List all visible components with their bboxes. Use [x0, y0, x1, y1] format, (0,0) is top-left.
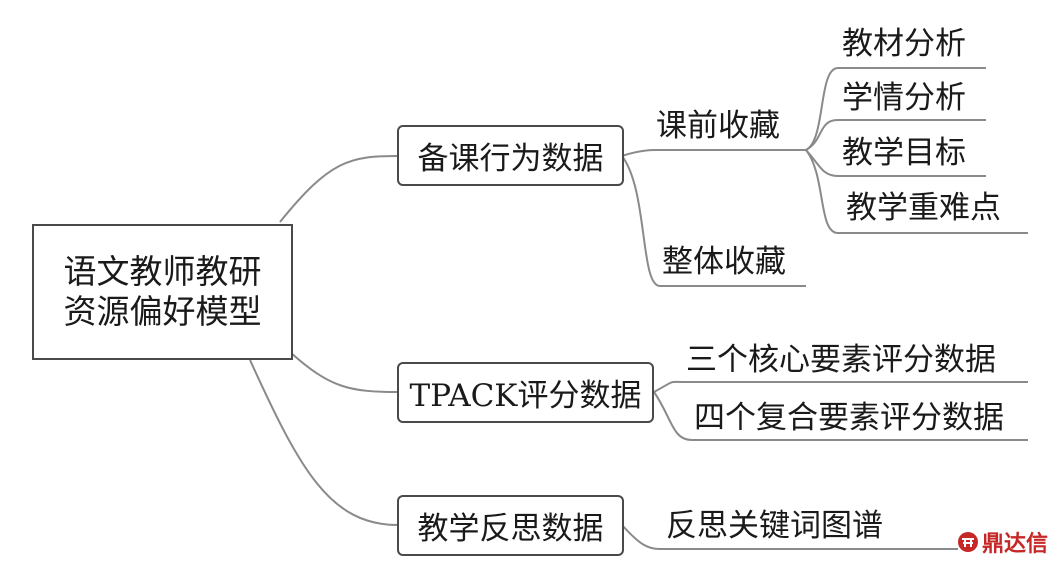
- branch-reflection-label: 教学反思数据: [417, 511, 604, 547]
- branch-prep: 备课行为数据: [397, 125, 624, 186]
- link-tpack-item1: [653, 380, 1028, 393]
- link-root-prep: [279, 155, 399, 223]
- link-tpack-item2: [653, 391, 1028, 441]
- watermark: 鼎达信: [957, 526, 1048, 558]
- branch-prep-label: 备课行为数据: [417, 141, 604, 177]
- link-prep-preclass: [621, 149, 806, 157]
- link-root-tpack: [289, 351, 399, 393]
- tpack-item-1: 三个核心要素评分数据: [686, 342, 996, 378]
- watermark-logo-icon: [957, 532, 978, 552]
- link-preclass-item1: [805, 67, 986, 151]
- root-title-line2: 资源偏好模型: [63, 292, 262, 331]
- branch-tpack: TPACK评分数据: [397, 362, 654, 423]
- root-node: 语文教师教研 资源偏好模型: [32, 224, 293, 360]
- link-preclass-item4: [805, 149, 1028, 234]
- branch-tpack-label: TPACK评分数据: [409, 378, 642, 414]
- watermark-text: 鼎达信: [981, 532, 1048, 557]
- sub-preclass: 课前收藏: [656, 108, 780, 144]
- tpack-item-2: 四个复合要素评分数据: [694, 400, 1004, 436]
- reflection-item-1: 反思关键词图谱: [666, 508, 883, 544]
- link-root-reflection: [249, 359, 399, 526]
- link-prep-overall: [621, 155, 806, 287]
- branch-reflection: 教学反思数据: [397, 495, 624, 556]
- root-title-line1: 语文教师教研: [63, 252, 262, 291]
- preclass-item-2: 学情分析: [842, 80, 966, 116]
- preclass-item-4: 教学重难点: [846, 190, 1001, 226]
- sub-overall: 整体收藏: [662, 244, 786, 280]
- link-preclass-item2: [805, 119, 986, 151]
- link-reflection-item1: [621, 524, 958, 550]
- preclass-item-3: 教学目标: [842, 135, 966, 171]
- preclass-item-1: 教材分析: [842, 26, 966, 62]
